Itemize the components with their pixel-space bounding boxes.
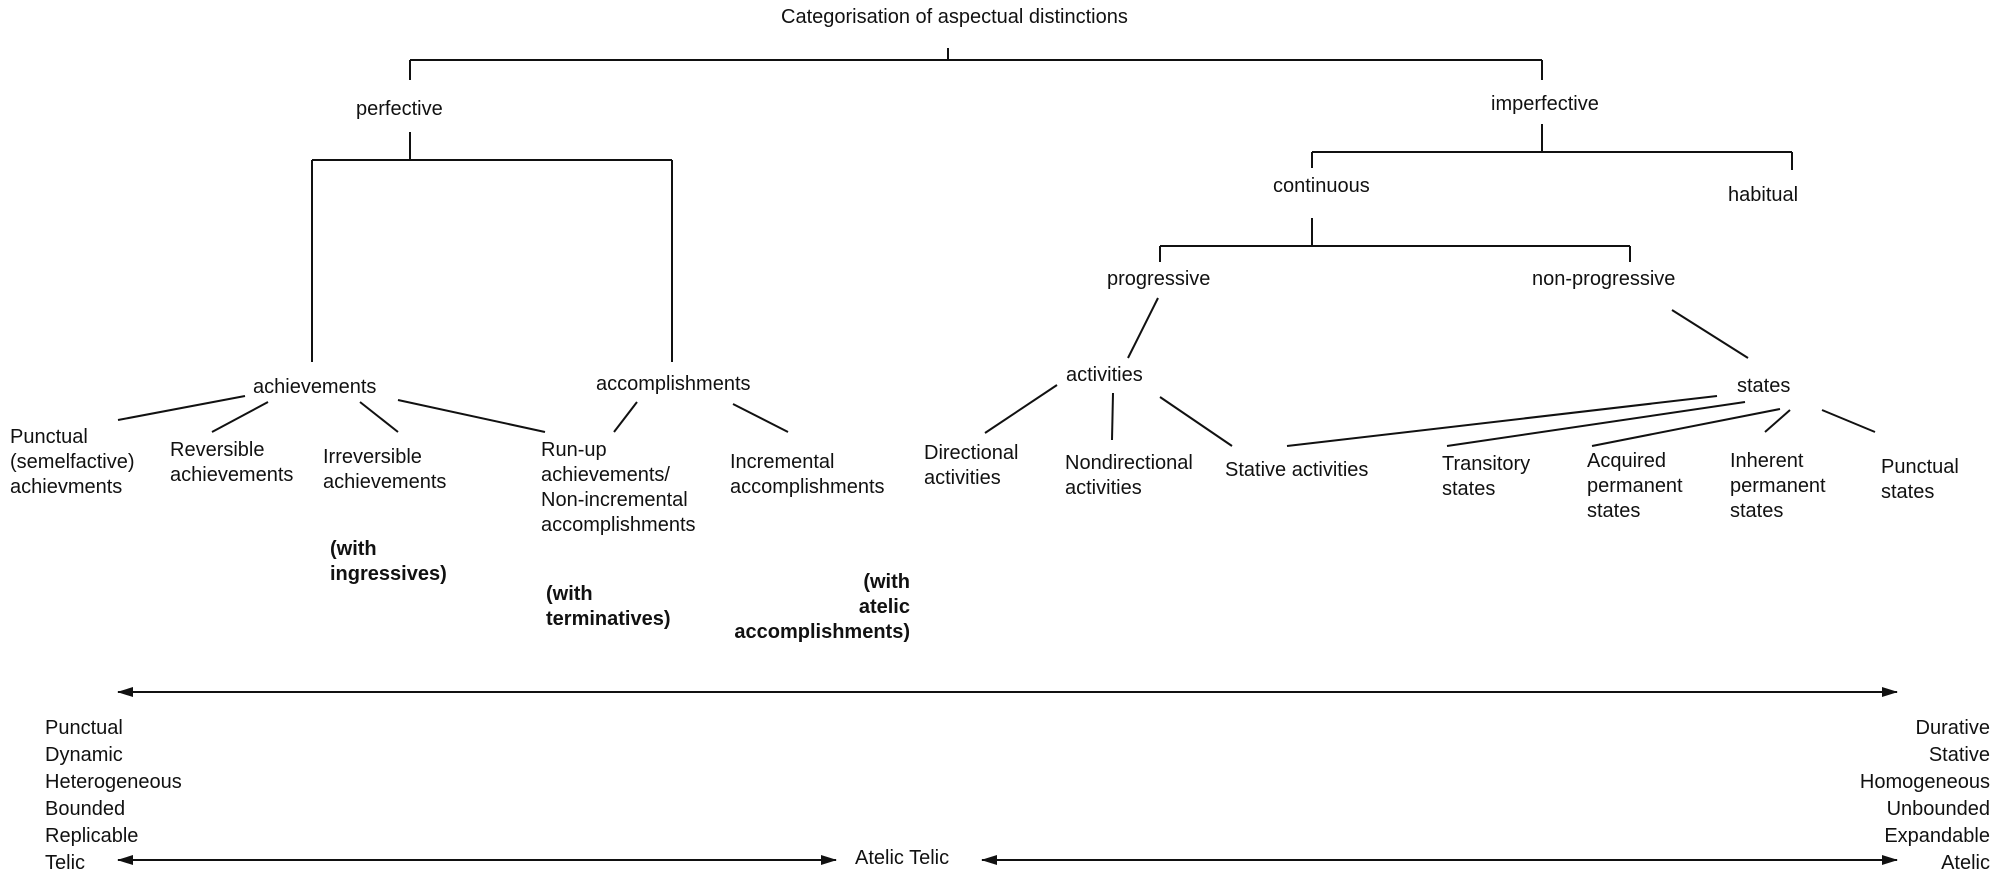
note-with-atelic-accomplishments: (with atelic accomplishments) — [734, 571, 910, 643]
ach-to-runup — [397, 399, 546, 433]
states-to-inherent — [1764, 409, 1791, 433]
act-to-nondirectional — [1111, 392, 1114, 441]
scale-center-label: Atelic Telic — [855, 847, 950, 869]
states-to-acquired — [1591, 408, 1781, 447]
node-non-progressive: non-progressive — [1532, 268, 1676, 290]
act-to-stative — [1159, 396, 1233, 447]
nonprogressive-to-states — [1671, 309, 1749, 359]
ach-to-reversible — [211, 401, 269, 433]
node-achievements: achievements — [253, 376, 377, 398]
note-with-ingressives: (with ingressives) — [330, 538, 447, 585]
ach-to-punctual — [117, 395, 246, 421]
leaf-stative-activities: Stative activities — [1225, 459, 1369, 481]
leaf-reversible-achievements: Reversible achievements — [170, 439, 294, 486]
acc-to-incremental — [732, 403, 789, 433]
leaf-inherent-permanent-states: Inherent permanent states — [1730, 450, 1826, 522]
node-activities: activities — [1066, 364, 1143, 386]
node-accomplishments: accomplishments — [596, 373, 751, 395]
leaf-irreversible-achievements: Irreversible achievements — [323, 446, 447, 493]
progressive-to-activities — [1127, 297, 1159, 359]
node-perfective: perfective — [356, 98, 443, 120]
leaf-acquired-permanent-states: Acquired permanent states — [1587, 450, 1683, 522]
states-to-punctual — [1821, 409, 1876, 433]
scale-left-features: Punctual Dynamic Heterogeneous Bounded R… — [45, 717, 182, 874]
states-to-stative-act — [1286, 395, 1718, 447]
note-with-terminatives: (with terminatives) — [546, 583, 671, 630]
scale-right-features: Durative Stative Homogeneous Unbounded E… — [1859, 717, 1990, 874]
diagram-title: Categorisation of aspectual distinctions — [781, 6, 1128, 28]
node-progressive: progressive — [1107, 268, 1211, 290]
node-states: states — [1737, 375, 1791, 397]
leaf-directional-activities: Directional activities — [924, 442, 1019, 489]
states-to-transitory — [1446, 401, 1746, 447]
leaf-incremental-accomplishments: Incremental accomplishments — [730, 451, 885, 498]
ach-to-irreversible — [359, 401, 399, 433]
leaf-nondirectional-activities: Nondirectional activities — [1065, 452, 1193, 499]
leaf-run-up-achievements: Run-up achievements/ Non-incremental acc… — [541, 439, 696, 536]
node-habitual: habitual — [1728, 184, 1799, 206]
leaf-punctual-achievements: Punctual (semelfactive) achievments — [10, 426, 135, 498]
act-to-directional — [984, 384, 1058, 434]
node-continuous: continuous — [1273, 175, 1370, 197]
leaf-punctual-states: Punctual states — [1881, 456, 1959, 503]
acc-to-runup — [613, 401, 638, 433]
node-imperfective: imperfective — [1491, 93, 1599, 115]
leaf-transitory-states: Transitory states — [1442, 453, 1531, 500]
